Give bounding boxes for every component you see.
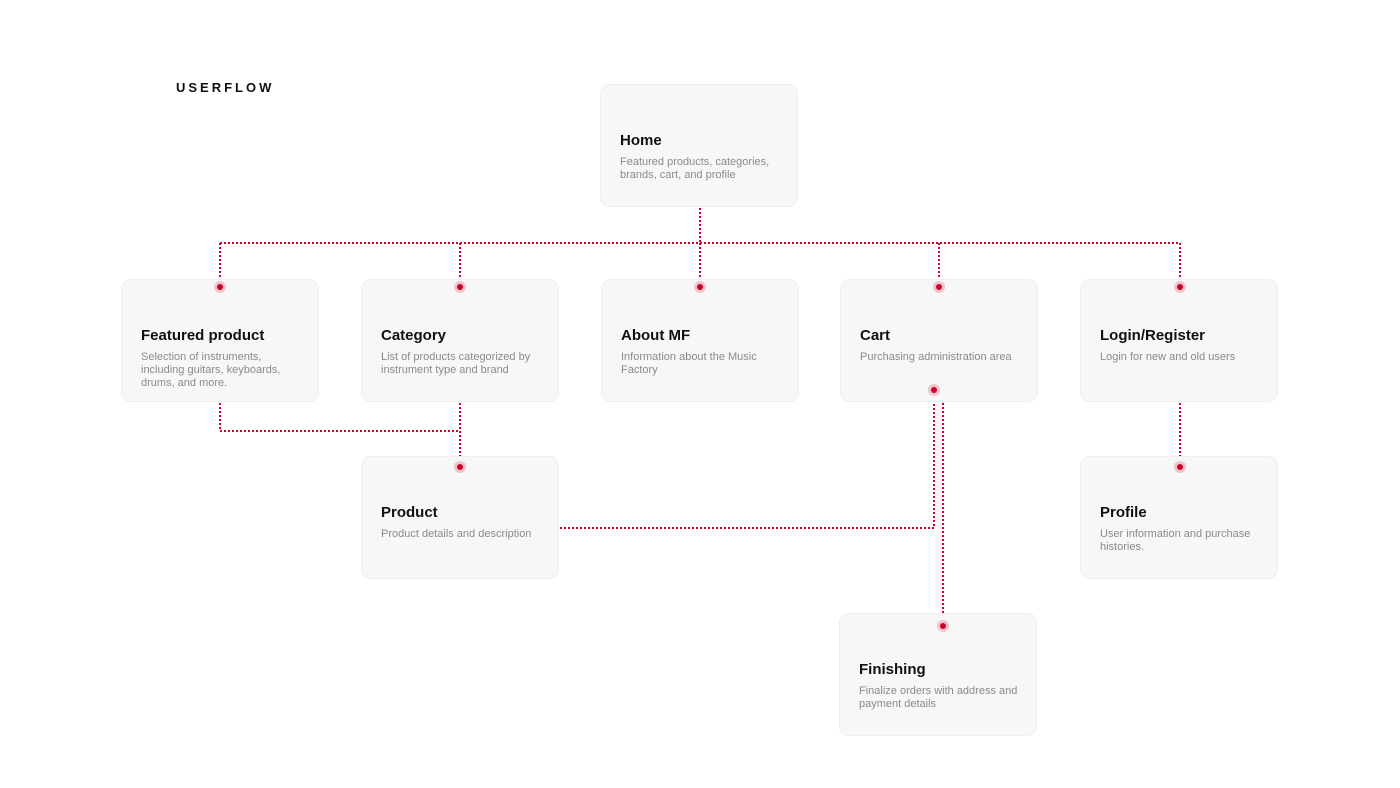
node-title: Login/Register [1100,327,1206,344]
connector-dot-featured [217,284,223,290]
node-title: Cart [860,327,891,344]
node-description: Selection of instruments, including guit… [141,351,281,389]
node-title: Product [381,504,438,521]
node-title: Featured product [141,327,265,344]
connector-dot-login [1177,284,1183,290]
node-about-mf[interactable]: About MF Information about the Music Fac… [601,279,799,402]
node-description: Login for new and old users [1100,351,1236,363]
node-description: Finalize orders with address and payment… [859,685,1018,710]
connector-dot-category [457,284,463,290]
node-product[interactable]: Product Product details and description [361,456,559,579]
node-title: Profile [1100,504,1147,521]
page-title: USERFLOW [176,80,275,95]
node-description: Purchasing administration area [860,351,1012,363]
node-description: Product details and description [381,528,532,540]
node-description: Featured products, categories, brands, c… [620,156,770,181]
node-title: Category [381,327,447,344]
connector-dot-cart-inbound [931,387,937,393]
node-cart[interactable]: Cart Purchasing administration area [840,279,1038,402]
connector-dot-profile [1177,464,1183,470]
node-login-register[interactable]: Login/Register Login for new and old use… [1080,279,1278,402]
node-title: Finishing [859,661,926,678]
node-description: List of products categorized by instrume… [381,351,531,376]
connector-dot-finishing [940,623,946,629]
node-title: Home [620,132,662,149]
node-title: About MF [621,327,691,344]
node-finishing[interactable]: Finishing Finalize orders with address a… [839,613,1037,736]
node-description: User information and purchase histories. [1100,528,1251,553]
node-description: Information about the Music Factory [621,351,757,376]
node-featured-product[interactable]: Featured product Selection of instrument… [121,279,319,402]
node-home[interactable]: Home Featured products, categories, bran… [600,84,798,207]
connector-dot-about [697,284,703,290]
connector-featured-product [219,403,460,432]
connector-product-cart [560,390,935,529]
connector-dot-product [457,464,463,470]
connector-dot-cart [936,284,942,290]
node-profile[interactable]: Profile User information and purchase hi… [1080,456,1278,579]
node-category[interactable]: Category List of products categorized by… [361,279,559,402]
